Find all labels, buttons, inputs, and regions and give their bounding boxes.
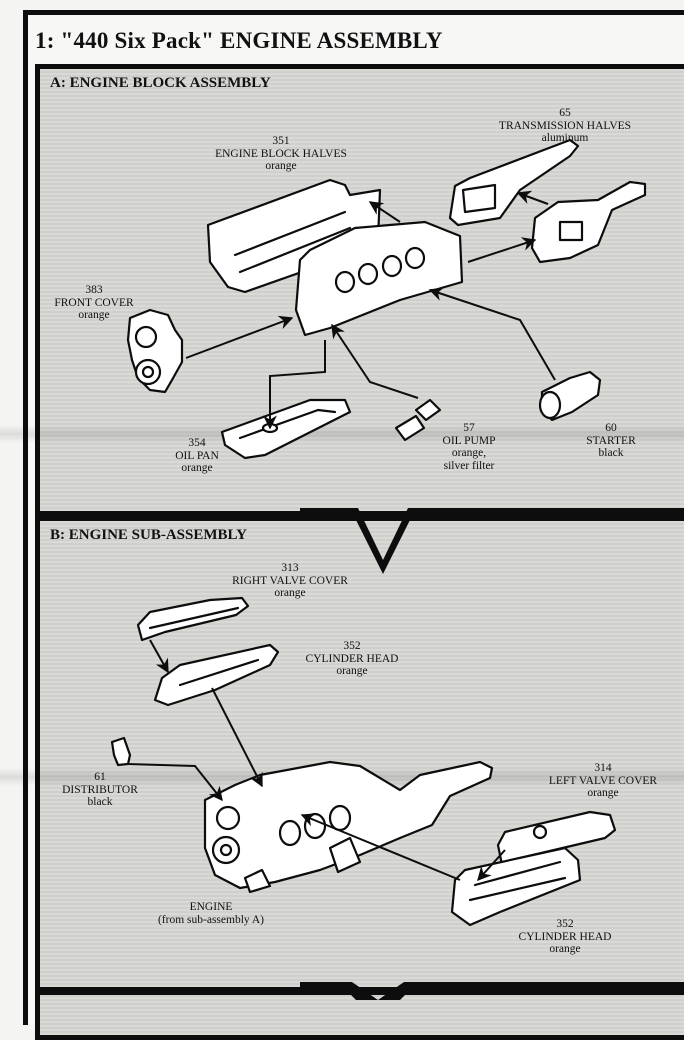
part-label-oil-pan: 354 OIL PAN orange (175, 437, 219, 475)
part-color: orange (274, 587, 306, 599)
part-number: 352 (556, 918, 574, 930)
part-name: ENGINE (189, 901, 233, 913)
part-name: TRANSMISSION HALVES (498, 119, 632, 132)
part-color: black (598, 447, 624, 459)
part-name: OIL PAN (175, 449, 219, 462)
part-name: CYLINDER HEAD (305, 652, 399, 665)
part-name: OIL PUMP (442, 434, 496, 447)
section-b-title: B: ENGINE SUB-ASSEMBLY (50, 527, 247, 543)
part-number: 352 (343, 640, 361, 652)
part-source: (from sub-assembly A) (157, 913, 265, 926)
part-number: 313 (281, 562, 299, 574)
section-a-title: A: ENGINE BLOCK ASSEMBLY (50, 75, 271, 91)
part-label-starter: 60 STARTER black (586, 422, 636, 460)
part-label-engine: ENGINE (from sub-assembly A) (158, 901, 264, 926)
part-name: DISTRIBUTOR (62, 783, 138, 796)
part-number: 354 (188, 437, 206, 449)
part-name: CYLINDER HEAD (518, 930, 612, 943)
part-number: 61 (94, 771, 106, 783)
part-name: RIGHT VALVE COVER (232, 574, 348, 587)
part-color: black (87, 796, 113, 808)
part-color: orange, (451, 447, 487, 459)
part-number: 314 (594, 762, 612, 774)
part-label-oil-pump: 57 OIL PUMP orange, silver filter (443, 422, 496, 472)
part-label-right-valve-cover: 313 RIGHT VALVE COVER orange (232, 562, 348, 600)
part-color: orange (549, 943, 581, 955)
part-label-left-valve-cover: 314 LEFT VALVE COVER orange (549, 762, 657, 800)
part-number: 57 (463, 422, 475, 434)
part-label-cylinder-head-lower: 352 CYLINDER HEAD orange (519, 918, 612, 956)
part-color-secondary: silver filter (443, 459, 495, 472)
part-number: 60 (605, 422, 617, 434)
part-label-front-cover: 383 FRONT COVER orange (54, 284, 133, 322)
part-number: 383 (85, 284, 103, 296)
part-name: LEFT VALVE COVER (548, 774, 658, 787)
section-c-panel (35, 990, 684, 1040)
part-color: orange (78, 309, 110, 321)
part-color: orange (587, 787, 619, 799)
part-name: ENGINE BLOCK HALVES (215, 147, 347, 160)
part-label-transmission-halves: 65 TRANSMISSION HALVES aluminum (499, 107, 631, 145)
part-color: orange (181, 462, 213, 474)
part-color: orange (336, 665, 368, 677)
part-label-cylinder-head-upper: 352 CYLINDER HEAD orange (306, 640, 399, 678)
page-title: 1: "440 Six Pack" ENGINE ASSEMBLY (35, 28, 443, 53)
part-color: aluminum (541, 132, 589, 144)
part-label-distributor: 61 DISTRIBUTOR black (62, 771, 138, 809)
part-color: orange (265, 160, 297, 172)
part-number: 351 (272, 135, 290, 147)
part-number: 65 (559, 107, 571, 119)
part-name: STARTER (586, 434, 636, 447)
part-label-engine-block-halves: 351 ENGINE BLOCK HALVES orange (215, 135, 347, 173)
part-name: FRONT COVER (54, 296, 134, 309)
